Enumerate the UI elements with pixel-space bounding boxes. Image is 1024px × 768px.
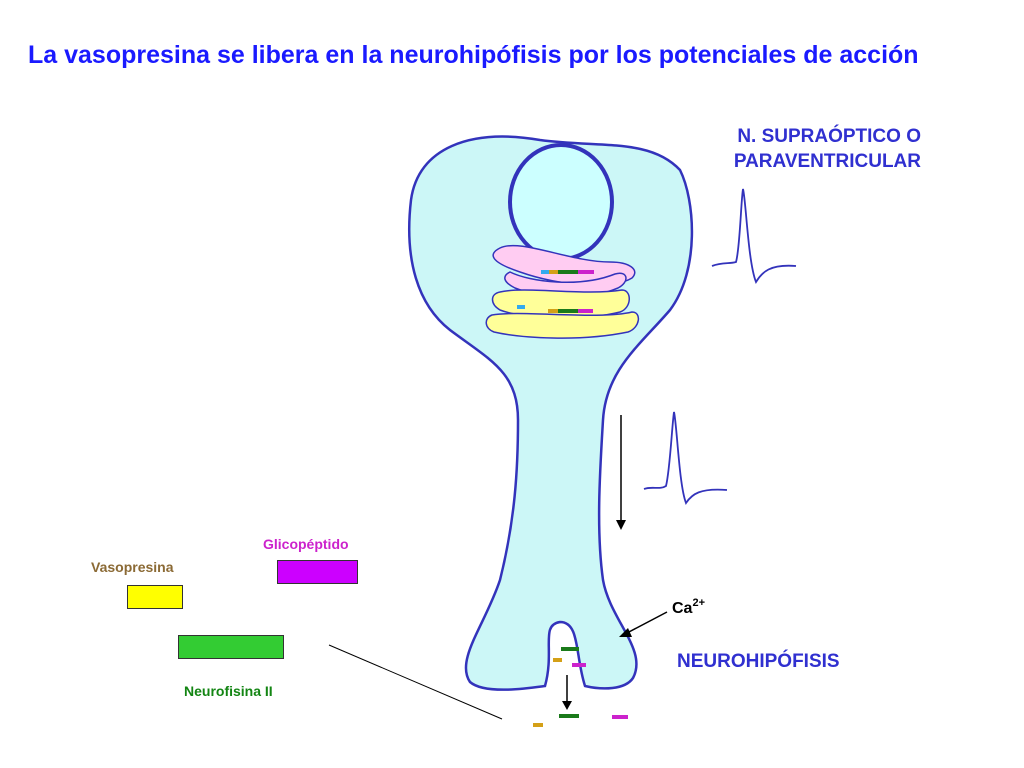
- nucleus-label: N. SUPRAÓPTICO O PARAVENTRICULAR: [734, 124, 921, 174]
- legend-glycopeptide-label: Glicopéptido: [263, 536, 349, 552]
- prohormone-segments-upper: [541, 270, 594, 274]
- golgi-cisterna-yellow-1: [491, 289, 630, 319]
- released-neurophysin: [559, 714, 579, 718]
- vasopressin-granule: [553, 658, 562, 662]
- legend-pointer-line: [328, 644, 503, 720]
- legend-neurophysin-swatch: [178, 635, 284, 659]
- page-title: La vasopresina se libera en la neurohipó…: [28, 41, 919, 69]
- legend-vasopressin-label: Vasopresina: [91, 559, 174, 575]
- release-arrowhead: [562, 701, 572, 710]
- calcium-label: Ca2+: [672, 597, 705, 618]
- legend-vasopressin-swatch: [127, 585, 183, 609]
- golgi-cisterna-yellow-2: [485, 311, 640, 339]
- nucleus-label-line2: PARAVENTRICULAR: [733, 151, 921, 172]
- calcium-charge: 2+: [692, 597, 705, 609]
- neurophysin-granule: [561, 647, 579, 651]
- released-vasopressin: [533, 723, 543, 727]
- neurohypophysis-label: NEUROHIPÓFISIS: [677, 651, 840, 672]
- prohormone-segments-lower: [517, 305, 593, 313]
- glycopeptide-granule: [572, 663, 586, 667]
- legend-glycopeptide-swatch: [277, 560, 358, 584]
- released-glycopeptide: [612, 715, 628, 719]
- legend-neurophysin-label: Neurofisina II: [184, 683, 273, 699]
- axon-transport-arrowhead: [616, 520, 626, 530]
- ca-arrow: [626, 611, 668, 634]
- golgi-cisterna-pink-1: [492, 244, 636, 286]
- calcium-symbol: Ca: [672, 600, 693, 617]
- nucleus: [508, 143, 614, 261]
- nucleus-label-line1: N. SUPRAÓPTICO O: [737, 126, 921, 147]
- action-potential-spike-axon: [643, 411, 728, 505]
- ca-arrowhead: [619, 628, 632, 637]
- action-potential-spike-top: [711, 188, 797, 285]
